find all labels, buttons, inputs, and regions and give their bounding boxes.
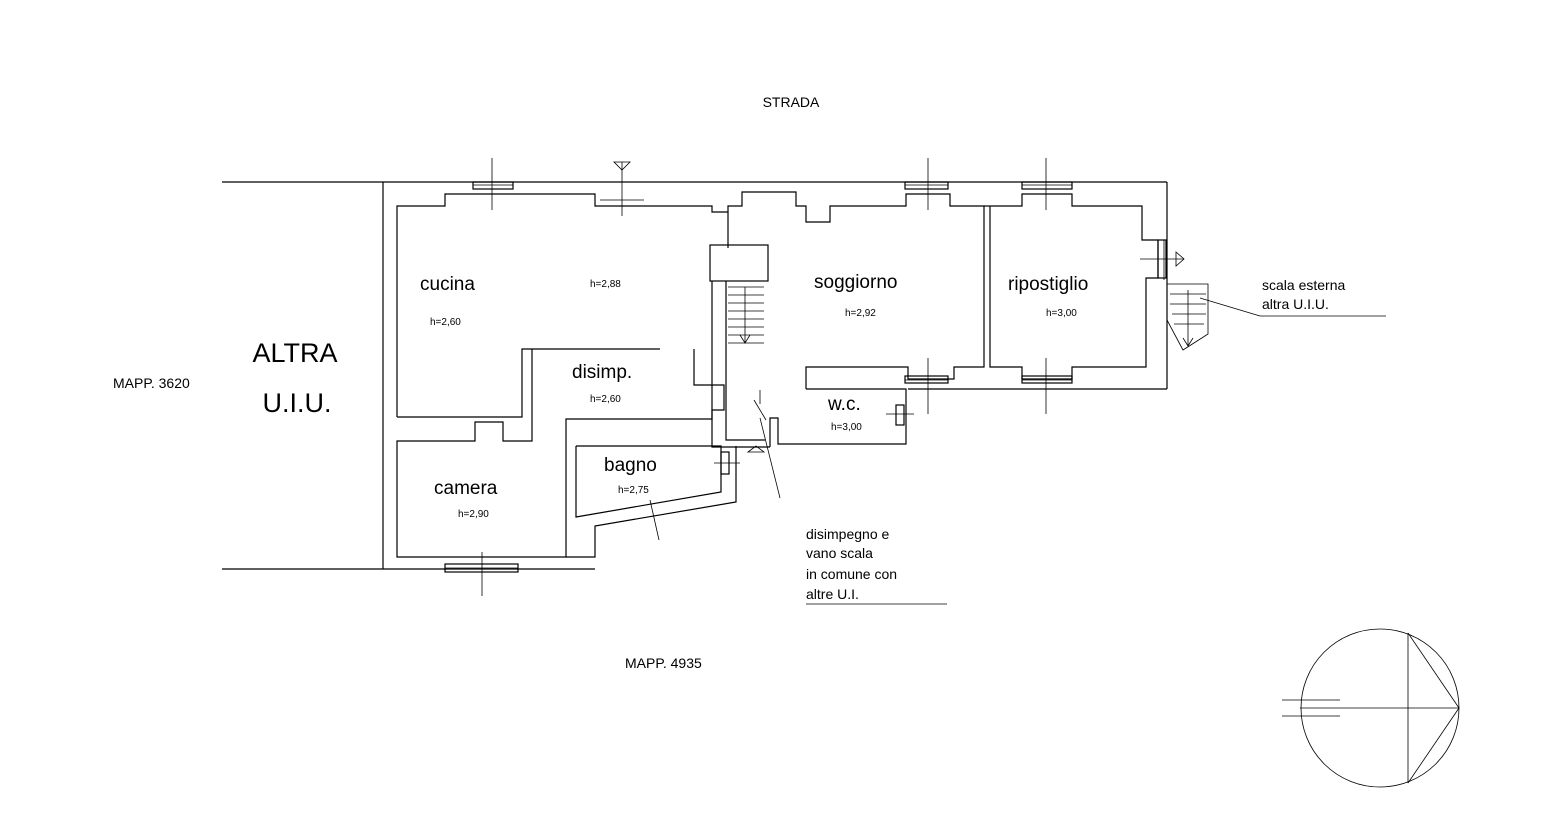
door-markers: [613, 161, 1185, 499]
stair-note-line-2: altra U.I.U.: [1262, 296, 1329, 312]
common-note-line-1: disimpegno e: [806, 526, 889, 542]
room-name-bagno: bagno: [604, 455, 657, 476]
disimp-outline: [397, 348, 660, 418]
room-height-wc: h=3,00: [831, 422, 862, 433]
room-walls: [396, 191, 1159, 558]
common-note-line-2: vano scala: [806, 545, 873, 561]
room-name-camera: camera: [434, 478, 498, 499]
external-stair: [1166, 283, 1386, 351]
north-arrow-icon: [1282, 628, 1460, 788]
stair-treads: [728, 286, 764, 344]
other-unit-label-1: ALTRA: [252, 338, 337, 368]
room-name-soggiorno: soggiorno: [814, 272, 897, 293]
mapp-left-label: MAPP. 3620: [113, 375, 190, 391]
mapp-bottom-label: MAPP. 4935: [625, 655, 702, 671]
windows: [444, 158, 1184, 596]
stair-note-line-1: scala esterna: [1262, 277, 1345, 293]
room-name-wc: w.c.: [827, 394, 861, 415]
room-height-cucina-b: h=2,60: [430, 317, 461, 328]
room-height-soggiorno: h=2,92: [845, 308, 876, 319]
room-height-disimp: h=2,60: [590, 394, 621, 405]
room-name-cucina: cucina: [420, 274, 475, 295]
room-height-cucina-a: h=2,88: [590, 279, 621, 290]
common-note-line-3: in comune con: [806, 566, 897, 582]
soggiorno-outline: [727, 191, 985, 389]
boundary-lines: [222, 181, 1168, 570]
common-note-line-4: altre U.I.: [806, 586, 859, 602]
room-name-disimp: disimp.: [572, 362, 632, 383]
room-height-bagno: h=2,75: [618, 485, 649, 496]
stairwell-box: [709, 244, 769, 282]
bagno-outline: [575, 445, 722, 518]
cucina-outline: [396, 193, 729, 417]
street-label: STRADA: [763, 94, 820, 110]
other-unit-label-2: U.I.U.: [262, 388, 331, 418]
room-name-ripostiglio: ripostiglio: [1008, 274, 1088, 295]
room-height-ripostiglio: h=3,00: [1046, 308, 1077, 319]
room-height-camera: h=2,90: [458, 509, 489, 520]
